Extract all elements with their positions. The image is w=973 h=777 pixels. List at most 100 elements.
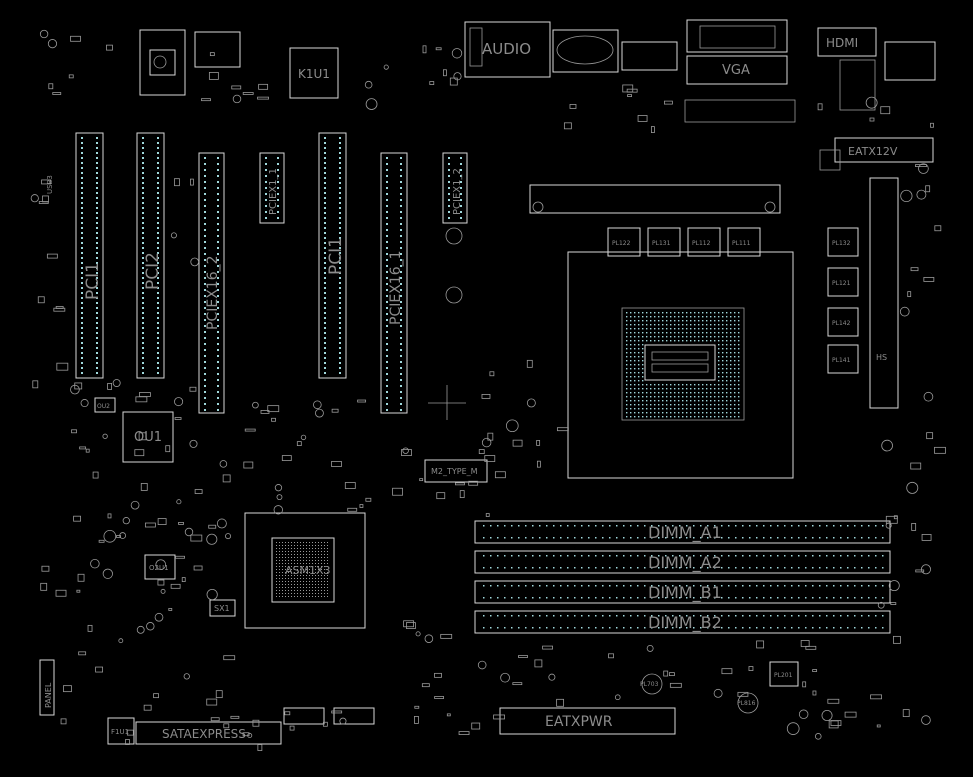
slot-pin	[386, 199, 388, 201]
dimm-pin	[588, 585, 590, 587]
slot-pin	[277, 205, 279, 207]
slot-pin	[339, 197, 341, 199]
cpu-pin	[682, 400, 684, 402]
dimm-pin	[819, 555, 821, 557]
passive-part	[344, 482, 356, 489]
dimm-pin	[728, 555, 730, 557]
slot-pin	[81, 147, 83, 149]
pch-pin	[294, 569, 295, 570]
slot-pin	[386, 313, 388, 315]
slot-pin	[157, 177, 159, 179]
passive-part	[119, 532, 127, 539]
passive-part	[118, 638, 124, 644]
cpu-pin	[626, 372, 628, 374]
cpu-pin	[718, 368, 720, 370]
cpu-pin	[714, 332, 716, 334]
cpu-pin	[726, 324, 728, 326]
slot-pin	[96, 237, 98, 239]
passive-part	[821, 709, 833, 721]
pch-pin	[309, 593, 310, 594]
slot-pin	[81, 307, 83, 309]
slot-pin	[217, 409, 219, 411]
pch-pin	[297, 581, 298, 582]
cpu-pin	[686, 328, 688, 330]
cpu-pin	[662, 412, 664, 414]
dimm-pin	[623, 627, 625, 629]
slot-pin	[204, 163, 206, 165]
slot-pin	[277, 199, 279, 201]
dimm-pin	[784, 615, 786, 617]
slot-pin	[142, 277, 144, 279]
cpu-pin	[734, 380, 736, 382]
dimm-pin	[546, 585, 548, 587]
cpu-pin	[630, 324, 632, 326]
passive-part	[436, 492, 446, 500]
cpu-pin	[718, 332, 720, 334]
cpu-pin	[630, 376, 632, 378]
slot-pin	[96, 222, 98, 224]
slot-pin	[324, 302, 326, 304]
dimm-pin	[777, 627, 779, 629]
dimm-pin	[777, 537, 779, 539]
cpu-pin	[650, 328, 652, 330]
dimm-pin	[868, 597, 870, 599]
cpu-pin	[626, 388, 628, 390]
cpu-pin	[730, 372, 732, 374]
slot-pin	[386, 367, 388, 369]
pch-pin	[276, 548, 277, 549]
cpu-pin	[650, 336, 652, 338]
cpu-pin	[714, 316, 716, 318]
dimm-pin	[693, 537, 695, 539]
passive-part	[401, 449, 412, 456]
slot-pin	[400, 229, 402, 231]
dimm-pin	[651, 567, 653, 569]
slot-pin	[157, 227, 159, 229]
pch-pin	[300, 554, 301, 555]
cpu-pin	[634, 320, 636, 322]
dimm-pin	[483, 615, 485, 617]
dimm-pin	[700, 525, 702, 527]
cpu-pin	[634, 360, 636, 362]
cpu-pin	[674, 328, 676, 330]
dimm-pin	[588, 597, 590, 599]
slot-pin	[324, 187, 326, 189]
pch-pin	[291, 587, 292, 588]
dimm-pin	[581, 555, 583, 557]
dimm-pin	[749, 567, 751, 569]
cpu-pin	[666, 332, 668, 334]
pch-pin	[306, 587, 307, 588]
slot-pin	[324, 172, 326, 174]
passive-part	[135, 396, 148, 403]
dimm-pin	[707, 597, 709, 599]
cpu-pin	[694, 332, 696, 334]
slot-pin	[386, 337, 388, 339]
slot-pin	[324, 312, 326, 314]
cpu-pin	[730, 364, 732, 366]
slot-pin	[386, 373, 388, 375]
pch-pin	[285, 596, 286, 597]
dimm-pin	[798, 555, 800, 557]
passive-part	[130, 500, 140, 510]
passive-part	[138, 432, 147, 441]
slot-pin	[400, 391, 402, 393]
pch-pin	[306, 581, 307, 582]
cpu-pin	[690, 312, 692, 314]
passive-part	[900, 189, 913, 203]
slot-pin	[96, 182, 98, 184]
cpu-pin	[730, 348, 732, 350]
passive-part	[206, 698, 218, 706]
cpu-pin	[650, 332, 652, 334]
dimm-pin	[546, 567, 548, 569]
dimm-pin	[840, 555, 842, 557]
dimm-pin	[630, 537, 632, 539]
pch-pin	[285, 590, 286, 591]
pch-pin	[327, 548, 328, 549]
slot-pin	[157, 292, 159, 294]
cpu-pin	[678, 312, 680, 314]
dimm-pin	[567, 627, 569, 629]
pch-pin	[303, 545, 304, 546]
label-f1u1: F1U1	[111, 728, 129, 736]
cpu-pin	[666, 328, 668, 330]
cpu-pin	[678, 404, 680, 406]
slot-pin	[217, 349, 219, 351]
